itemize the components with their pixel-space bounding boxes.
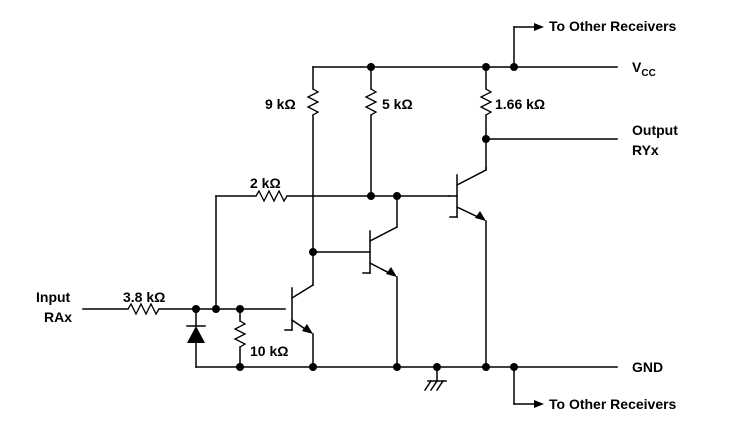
clamp-diode [186,308,206,368]
resistor-1-66k-label: 1.66 kΩ [495,96,545,112]
vcc-branch-to-other-receivers [513,23,544,68]
output-pin-label: RYx [632,142,659,158]
resistor-10k-label: 10 kΩ [250,343,288,359]
input-label: Input [36,289,71,305]
resistor-3-8k [82,302,286,316]
to-other-receivers-top-label: To Other Receivers [549,18,677,34]
resistor-10k [233,308,247,368]
resistor-2k [215,189,450,310]
input-pin-label: RAx [44,309,72,325]
transistor-q1 [284,251,315,368]
resistor-5k-label: 5 kΩ [382,96,413,112]
resistor-1-66k [479,66,493,169]
resistor-3-8k-label: 3.8 kΩ [123,289,165,305]
transistor-q3 [448,167,488,368]
resistor-9k [306,66,320,253]
gnd-label: GND [632,359,663,375]
resistor-2k-label: 2 kΩ [250,175,281,191]
output-label: Output [632,122,678,138]
junction-dots [192,63,518,371]
to-other-receivers-bottom-label: To Other Receivers [549,396,677,412]
gnd-branch-to-other-receivers [513,366,544,408]
resistor-5k [364,66,378,197]
transistor-q2 [362,195,399,368]
vcc-label: VCC [632,59,656,79]
resistor-9k-label: 9 kΩ [265,96,296,112]
